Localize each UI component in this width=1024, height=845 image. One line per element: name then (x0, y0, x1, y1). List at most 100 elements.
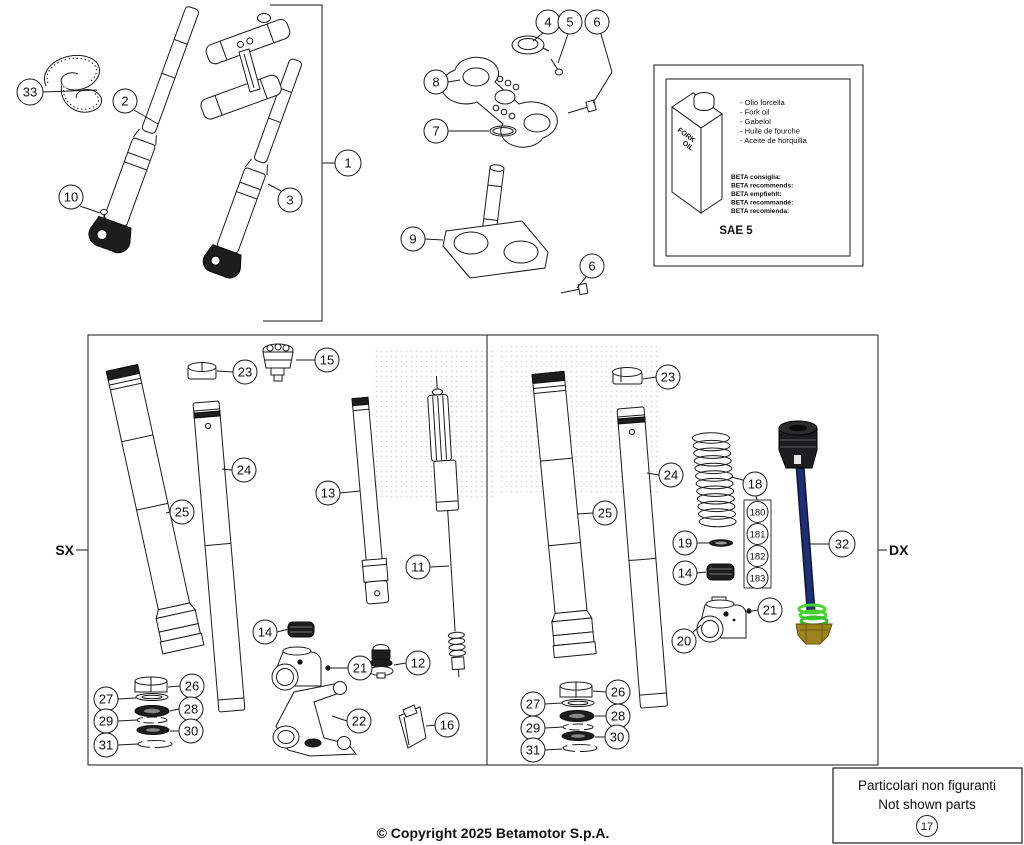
svg-text:6: 6 (588, 259, 595, 274)
svg-text:181: 181 (750, 530, 766, 541)
svg-text:30: 30 (184, 724, 198, 739)
svg-text:6: 6 (593, 15, 600, 30)
svg-text:30: 30 (610, 730, 624, 745)
svg-text:12: 12 (411, 656, 425, 671)
callout-27-sx: 27 (93, 686, 137, 712)
oil-name-en: - Fork oil (740, 108, 770, 117)
callout-24-sx: 24 (221, 457, 257, 483)
callout-31-sx: 31 (93, 732, 139, 758)
sx-axle-holder-drawing (271, 646, 322, 691)
svg-text:180: 180 (750, 508, 766, 519)
beta-recommend-lines: BETA consiglia: BETA recommends: BETA em… (731, 174, 793, 215)
callout-19: 19 (672, 530, 709, 556)
steering-cap-drawing (511, 35, 550, 55)
strap-drawing (43, 54, 103, 113)
svg-text:32: 32 (835, 537, 849, 552)
callout-32: 32 (808, 530, 856, 558)
svg-text:23: 23 (661, 370, 675, 385)
oil-name-it: - Olio forcella (740, 98, 786, 107)
svg-text:27: 27 (99, 692, 113, 707)
svg-text:21: 21 (763, 603, 777, 618)
callout-23-dx: 23 (642, 364, 681, 390)
callout-33: 33 (16, 78, 98, 106)
not-shown-parts-box: Particolari non figuranti Not shown part… (832, 767, 1023, 844)
sx-caliper-bracket-drawing (272, 681, 358, 757)
callout-26-sx: 26 (167, 673, 205, 699)
oil-grade: SAE 5 (719, 225, 753, 237)
callout-26-dx: 26 (592, 679, 631, 705)
steering-clamp-exploded-drawing (440, 35, 597, 296)
callout-29-dx: 29 (520, 715, 564, 741)
callout-24-dx: 24 (646, 462, 684, 488)
beta-line-en: BETA recommends: (731, 183, 793, 190)
callout-20: 20 (671, 624, 702, 654)
callout-1: 1 (322, 149, 362, 177)
dx-spring-collar-drawing (706, 563, 735, 581)
callout-9: 9 (400, 226, 444, 252)
callout-183: 183 (746, 567, 769, 589)
watermark (375, 345, 660, 498)
callout-14-dx: 14 (672, 560, 707, 586)
svg-text:18: 18 (748, 477, 762, 492)
svg-text:17: 17 (921, 821, 933, 833)
svg-text:9: 9 (409, 232, 416, 247)
beta-line-es: BETA recomienda: (731, 208, 789, 215)
dx-washer-drawing (709, 539, 733, 547)
label-dx: DX (889, 542, 909, 558)
callout-25-dx: 25 (577, 500, 618, 526)
svg-text:25: 25 (598, 506, 612, 521)
svg-text:3: 3 (286, 193, 293, 208)
bolt-5-drawing (550, 58, 563, 76)
dx-bushing-top-drawing (612, 367, 643, 385)
sx-fork-cap-drawing (262, 343, 294, 382)
svg-text:28: 28 (184, 702, 198, 717)
callout-21-sx: 21 (325, 655, 373, 681)
sx-damper-rod-drawing (427, 375, 466, 678)
svg-text:23: 23 (238, 365, 252, 380)
callout-181: 181 (746, 523, 769, 545)
oil-bottle-drawing: FORK OIL (671, 92, 723, 214)
svg-text:21: 21 (353, 661, 367, 676)
callout-16: 16 (425, 712, 460, 738)
callout-12: 12 (393, 650, 431, 676)
callout-6-lower: 6 (576, 253, 605, 289)
svg-text:182: 182 (750, 552, 766, 563)
sx-cartridge-drawing (351, 396, 390, 605)
not-shown-line2: Not shown parts (878, 797, 976, 812)
dx-damper-cartridge-drawing (778, 420, 833, 645)
dx-spring-drawing (692, 432, 737, 528)
callout-7: 7 (423, 118, 489, 144)
svg-text:29: 29 (99, 714, 113, 729)
svg-text:10: 10 (64, 190, 78, 205)
callout-5: 5 (557, 9, 583, 64)
dx-seal-stack-drawing (559, 681, 598, 752)
fork-leg-right-drawing (202, 58, 302, 279)
callout-2: 2 (112, 88, 159, 125)
svg-text:33: 33 (23, 85, 37, 100)
svg-text:31: 31 (99, 738, 113, 753)
svg-text:31: 31 (526, 743, 540, 758)
callout-28-sx: 28 (169, 696, 204, 722)
callout-15: 15 (296, 347, 340, 373)
label-sx: SX (55, 542, 74, 558)
callout-31-dx: 31 (520, 737, 563, 763)
svg-text:5: 5 (566, 15, 573, 30)
svg-text:4: 4 (544, 15, 551, 30)
svg-text:29: 29 (526, 721, 540, 736)
callout-18: 18 (730, 471, 768, 501)
bottom-clamp-drawing (442, 164, 549, 279)
o-ring-drawing (489, 125, 517, 137)
callout-3: 3 (267, 183, 303, 213)
callout-4: 4 (532, 9, 561, 42)
svg-text:26: 26 (611, 685, 625, 700)
svg-text:15: 15 (320, 353, 334, 368)
svg-text:28: 28 (611, 709, 625, 724)
svg-text:24: 24 (237, 463, 251, 478)
not-shown-line1: Particolari non figuranti (858, 778, 996, 793)
bolt-6-upper-drawing (567, 99, 597, 114)
callout-29-sx: 29 (93, 708, 138, 734)
svg-text:22: 22 (352, 714, 366, 729)
callout-21-dx: 21 (746, 597, 783, 623)
